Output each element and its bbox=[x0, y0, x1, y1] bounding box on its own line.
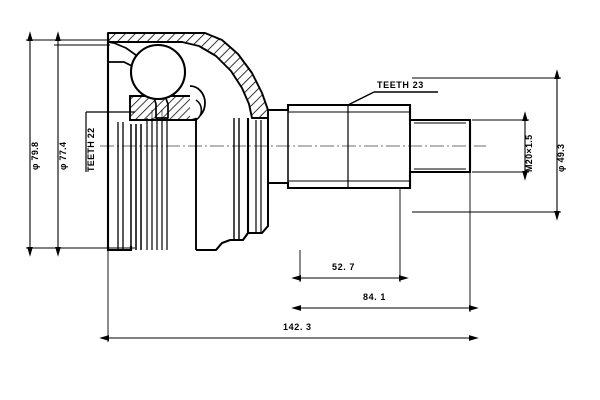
dim-label-thread-spec: M20×1.5 bbox=[524, 134, 534, 172]
teeth23-leader-line bbox=[347, 91, 375, 106]
thread-root-lines bbox=[414, 122, 466, 170]
joint-body-outline bbox=[106, 33, 269, 252]
callout-label-teeth-23: TEETH 23 bbox=[377, 80, 424, 90]
neck-detail bbox=[255, 120, 262, 233]
lower-body-profile bbox=[196, 118, 250, 252]
outer-race-upper-hatch bbox=[107, 32, 269, 119]
dim-label-length-52-7: 52. 7 bbox=[332, 262, 356, 272]
shaft-outline bbox=[268, 103, 472, 190]
left-dimension-group bbox=[26, 31, 135, 257]
splined-shaft bbox=[268, 103, 472, 190]
ball-bearing bbox=[129, 43, 187, 101]
dim-label-outer-diameter: φ 79.8 bbox=[30, 141, 40, 170]
boot-groove-lines bbox=[233, 118, 240, 240]
joint-outer-race-section bbox=[107, 32, 269, 121]
dim-label-length-84-1: 84. 1 bbox=[363, 292, 387, 302]
cage-arc-inner bbox=[195, 99, 203, 121]
body-left-edge bbox=[106, 33, 133, 252]
dim-label-secondary-diameter: φ 77.4 bbox=[58, 141, 68, 170]
bottom-dimension-group bbox=[99, 172, 479, 342]
neck-profile bbox=[248, 118, 269, 234]
spline-detail-lines bbox=[146, 118, 168, 250]
bore-lines bbox=[117, 122, 124, 250]
teeth-23-leader bbox=[347, 91, 438, 106]
teeth-22-leader bbox=[85, 111, 135, 172]
callout-label-teeth-22: TEETH 22 bbox=[86, 127, 96, 172]
centerline-group bbox=[100, 110, 486, 175]
dim-label-length-142-3: 142. 3 bbox=[283, 322, 312, 332]
right-dimension-group bbox=[412, 69, 561, 221]
spline-lines-left bbox=[130, 124, 142, 250]
spline-root-lines bbox=[288, 111, 410, 182]
dim-label-shaft-flange-diameter: φ 49.3 bbox=[556, 143, 566, 172]
